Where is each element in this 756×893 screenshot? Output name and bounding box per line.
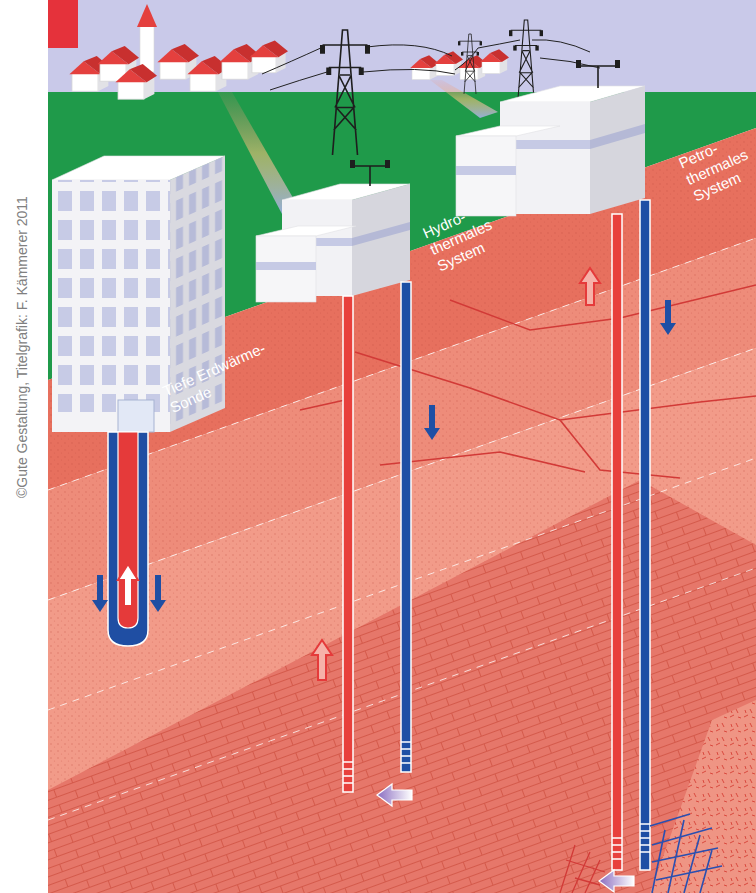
insulator — [615, 60, 620, 68]
building-front — [52, 180, 170, 432]
building-windows — [52, 180, 170, 412]
heat-pump-box — [118, 400, 154, 432]
house — [480, 49, 509, 73]
probe-pipe-outer — [108, 432, 148, 646]
plant-stripe — [456, 166, 516, 175]
heat-supply-line — [218, 92, 300, 214]
plant-stripe — [590, 124, 645, 149]
plant-roof — [456, 126, 560, 136]
insulator — [385, 160, 390, 168]
system-label: Petro- thermales System — [676, 125, 756, 205]
system-label: Tiefe Erdwärme-Sonde — [160, 329, 298, 417]
plant-front — [456, 136, 516, 216]
probe-pipe-inner — [118, 432, 138, 628]
flow-arrow — [660, 300, 676, 335]
insulator — [576, 60, 581, 68]
well-screen — [612, 824, 650, 859]
credit-line: ©Gute Gestaltung, Titelgrafik: F. Kämmer… — [13, 196, 31, 498]
corner-mark — [48, 0, 78, 48]
church-spire — [137, 4, 157, 27]
flow-arrow — [312, 640, 332, 680]
injection-well — [640, 200, 650, 870]
plant-front — [256, 236, 316, 302]
house — [115, 64, 157, 99]
flow-arrow — [599, 870, 634, 892]
plant-roof — [256, 226, 356, 236]
flow-arrow — [377, 784, 412, 806]
production-well — [612, 214, 622, 870]
insulator — [350, 160, 355, 168]
flow-arrow — [580, 268, 600, 305]
flow-arrow — [92, 575, 108, 612]
power-pylon — [320, 30, 370, 155]
power-line — [262, 40, 600, 90]
plant-side — [590, 86, 645, 214]
well-screen — [343, 742, 411, 783]
system-label: Hydro- thermales System — [420, 193, 515, 275]
fault-line — [300, 285, 756, 478]
house — [434, 51, 463, 75]
fracture-network — [560, 845, 605, 893]
flow-arrow — [118, 564, 138, 606]
injection-well — [401, 282, 411, 772]
crystalline-rock — [650, 700, 756, 893]
rock-texture — [48, 128, 756, 893]
power-connector — [352, 166, 388, 186]
flow-arrow — [424, 405, 440, 440]
plant-stripe — [352, 222, 410, 246]
heat-supply-line — [430, 80, 498, 118]
plant-side — [352, 184, 410, 296]
power-pylon — [458, 34, 482, 94]
flow-arrow — [150, 575, 166, 612]
plant-stripe — [256, 262, 316, 270]
house — [250, 40, 288, 72]
fracture-network — [650, 814, 722, 893]
production-well — [343, 296, 353, 792]
power-connector — [578, 66, 618, 88]
house — [410, 55, 439, 79]
